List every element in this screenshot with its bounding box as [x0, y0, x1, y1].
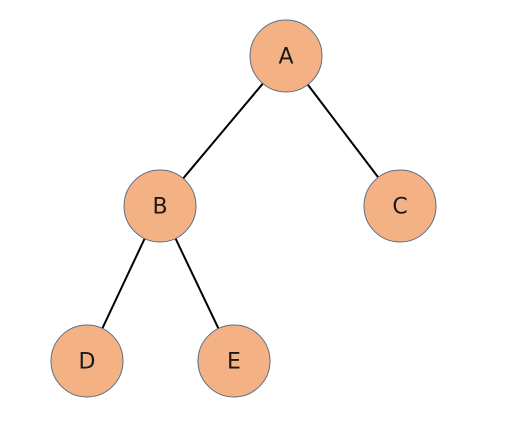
- edge-b-d: [101, 238, 146, 329]
- edge-a-c: [306, 84, 380, 178]
- node-circle-e: [197, 324, 271, 398]
- node-label-e: E: [227, 350, 241, 375]
- node-circle-b: [123, 169, 197, 243]
- tree-node-b: B: [123, 169, 197, 243]
- tree-node-c: C: [363, 169, 437, 243]
- edge-b-e: [174, 238, 220, 329]
- nodes-layer: A B C D E: [50, 19, 437, 398]
- node-label-b: B: [152, 195, 167, 220]
- node-circle-d: [50, 324, 124, 398]
- tree-node-e: E: [197, 324, 271, 398]
- tree-node-d: D: [50, 324, 124, 398]
- node-label-a: A: [278, 45, 293, 70]
- node-circle-a: [249, 19, 323, 93]
- tree-node-a: A: [249, 19, 323, 93]
- edge-a-b: [182, 82, 264, 180]
- edges-layer: [101, 82, 380, 329]
- node-label-c: C: [392, 195, 407, 220]
- node-circle-c: [363, 169, 437, 243]
- node-label-d: D: [79, 350, 96, 375]
